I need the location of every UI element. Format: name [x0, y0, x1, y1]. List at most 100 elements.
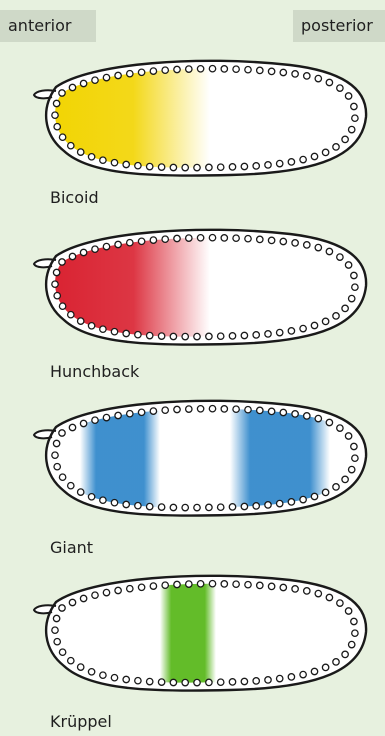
nucleus: [342, 651, 348, 657]
nucleus: [311, 668, 317, 674]
embryo-hunchback: [0, 214, 385, 374]
nucleus: [52, 627, 58, 633]
nucleus: [352, 455, 358, 461]
nucleus: [280, 69, 286, 75]
nucleus: [158, 333, 164, 339]
gene-label-bicoid: Bicoid: [50, 188, 99, 207]
nucleus: [268, 237, 274, 243]
nucleus: [352, 630, 358, 636]
nucleus: [103, 414, 109, 420]
nucleus: [115, 72, 121, 78]
nucleus: [197, 235, 203, 241]
nucleus: [315, 415, 321, 421]
nucleus: [209, 581, 215, 587]
nucleus: [127, 586, 133, 592]
nucleus: [127, 71, 133, 77]
nucleus: [197, 66, 203, 72]
nucleus: [194, 333, 200, 339]
gene-label-kruppel: Krüppel: [50, 712, 112, 731]
nucleus: [186, 235, 192, 241]
nucleus: [300, 496, 306, 502]
nucleus: [182, 164, 188, 170]
nucleus: [53, 269, 59, 275]
nucleus: [288, 328, 294, 334]
nucleus: [322, 489, 328, 495]
nucleus: [265, 331, 271, 337]
nucleus: [111, 675, 117, 681]
nucleus: [311, 322, 317, 328]
nucleus: [88, 669, 94, 675]
nucleus: [186, 406, 192, 412]
nucleus: [233, 235, 239, 241]
nucleus: [292, 71, 298, 77]
nucleus: [170, 333, 176, 339]
nucleus: [257, 236, 263, 242]
nucleus: [135, 503, 141, 509]
nucleus: [311, 153, 317, 159]
nucleus: [253, 332, 259, 338]
nucleus: [162, 407, 168, 413]
nucleus: [280, 238, 286, 244]
nucleus: [209, 235, 215, 241]
gene-label-giant: Giant: [50, 538, 93, 557]
nucleus: [194, 504, 200, 510]
nucleus: [197, 581, 203, 587]
nucleus: [221, 406, 227, 412]
nucleus: [186, 581, 192, 587]
nucleus: [333, 659, 339, 665]
nucleus: [315, 590, 321, 596]
nucleus: [78, 149, 84, 155]
nucleus: [174, 66, 180, 72]
nucleus: [218, 504, 224, 510]
embryo-bicoid: [0, 45, 385, 205]
nucleus: [182, 679, 188, 685]
nucleus: [150, 408, 156, 414]
nucleus: [304, 588, 310, 594]
nucleus: [280, 584, 286, 590]
nucleus: [233, 406, 239, 412]
nucleus: [245, 582, 251, 588]
nucleus: [229, 164, 235, 170]
nucleus: [174, 235, 180, 241]
nucleus: [206, 504, 212, 510]
nucleus: [186, 66, 192, 72]
nucleus: [103, 589, 109, 595]
nucleus: [88, 154, 94, 160]
nucleus: [351, 443, 357, 449]
nucleus: [326, 248, 332, 254]
nucleus: [326, 79, 332, 85]
anterior-label: anterior: [0, 10, 96, 42]
nucleus: [52, 452, 58, 458]
nucleus: [78, 664, 84, 670]
nucleus: [103, 243, 109, 249]
nucleus: [115, 412, 121, 418]
nucleus: [206, 164, 212, 170]
nucleus: [68, 312, 74, 318]
nucleus: [342, 476, 348, 482]
nucleus: [150, 68, 156, 74]
nucleus: [233, 66, 239, 72]
nucleus: [115, 241, 121, 247]
nucleus: [333, 484, 339, 490]
nucleus: [277, 160, 283, 166]
nucleus: [59, 649, 65, 655]
nucleus: [123, 501, 129, 507]
nucleus: [288, 159, 294, 165]
nucleus: [53, 100, 59, 106]
nucleus: [209, 406, 215, 412]
nucleus: [349, 641, 355, 647]
nucleus: [257, 582, 263, 588]
nucleus: [292, 240, 298, 246]
nucleus: [68, 143, 74, 149]
nucleus: [241, 678, 247, 684]
nucleus: [80, 249, 86, 255]
nucleus: [337, 254, 343, 260]
nucleus: [135, 678, 141, 684]
nucleus: [241, 332, 247, 338]
nucleus: [54, 464, 60, 470]
nucleus: [351, 103, 357, 109]
nucleus: [103, 74, 109, 80]
nucleus: [257, 67, 263, 73]
nucleus: [345, 262, 351, 268]
nucleus: [123, 161, 129, 167]
